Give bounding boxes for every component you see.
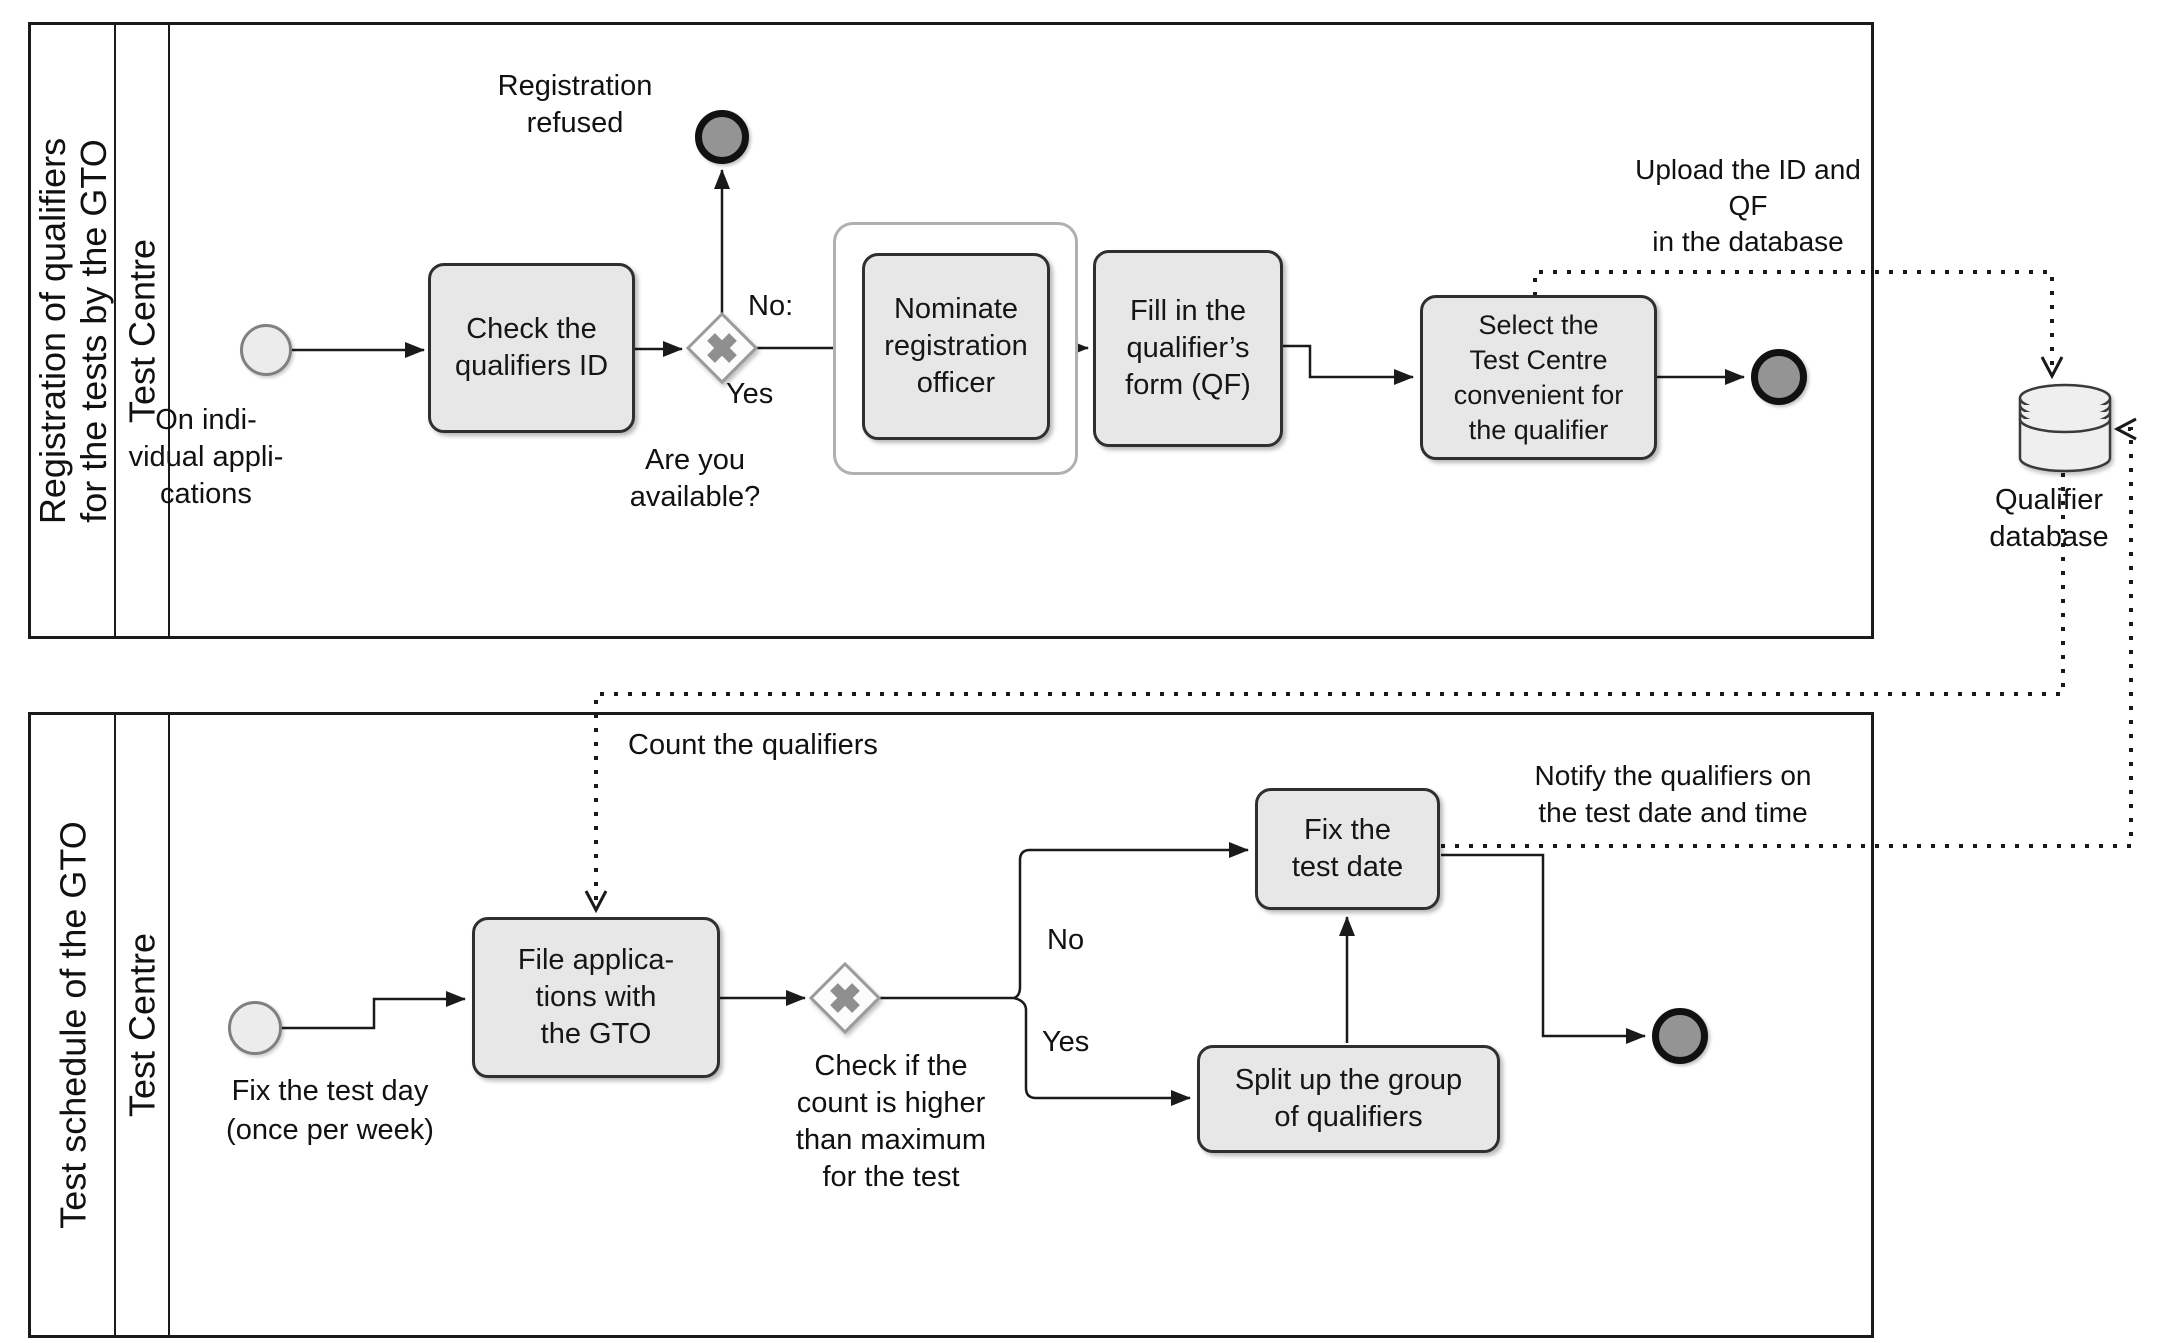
- task-fix-test-date[interactable]: Fix the test date: [1255, 788, 1440, 910]
- flow-gateway2-no-to-fixdate: [1013, 842, 1249, 1000]
- assoc-database-count-to-file: [584, 473, 2065, 914]
- assoc-upload-to-database: [1533, 270, 2064, 380]
- annotation-notify-label: Notify the qualifiers on the test date a…: [1534, 760, 1812, 828]
- lane-test-centre-top-strip: Test Centre: [116, 25, 170, 636]
- start-event-registration-label: On indi- vidual appli- cations: [128, 404, 284, 510]
- exclusive-gateway-available[interactable]: [685, 311, 759, 385]
- task-split-group[interactable]: Split up the group of qualifiers: [1197, 1045, 1500, 1153]
- annotation-upload-label: Upload the ID and QF in the database: [1635, 154, 1861, 257]
- task-nominate-registration-officer[interactable]: Nominate registration officer: [862, 253, 1050, 440]
- pool-registration-title-strip: Registration of qualifiers for the tests…: [31, 25, 116, 636]
- flow-start2-to-file: [282, 991, 466, 1030]
- task-check-qualifiers-id[interactable]: Check the qualifiers ID: [428, 263, 635, 433]
- pool-test-schedule-title: Test schedule of the GTO: [52, 821, 93, 1229]
- pool-registration: Registration of qualifiers for the tests…: [28, 22, 1874, 639]
- task-select-test-centre[interactable]: Select the Test Centre convenient for th…: [1420, 295, 1657, 460]
- annotation-count-label: Count the qualifiers: [628, 729, 878, 761]
- gateway1-question-label: Are you available?: [629, 444, 761, 513]
- gateway2-question-label: Check if the count is higher than maximu…: [795, 1050, 987, 1193]
- exclusive-gateway-count[interactable]: [808, 961, 882, 1035]
- assoc-notify-to-database: [1441, 417, 2137, 848]
- end-event-registration-refused[interactable]: [695, 110, 749, 164]
- start-event-test-schedule-label: Fix the test day (once per week): [226, 1075, 434, 1146]
- pool-test-schedule-title-strip: Test schedule of the GTO: [31, 715, 116, 1335]
- end-event-refused-label: Registration refused: [497, 70, 653, 139]
- end-event-registration-done[interactable]: [1751, 349, 1807, 405]
- flow-gateway2-yes-to-split: [1013, 996, 1191, 1106]
- gateway2-no-label: No: [1047, 924, 1085, 956]
- end-event-test-schedule[interactable]: [1652, 1008, 1708, 1064]
- pool-test-schedule: Test schedule of the GTO Test Centre: [28, 712, 1874, 1338]
- lane-test-centre-top-label: Test Centre: [121, 238, 163, 423]
- gateway2-yes-label: Yes: [1042, 1026, 1090, 1058]
- task-file-applications[interactable]: File applica- tions with the GTO: [472, 917, 720, 1078]
- gateway1-no-label: No:: [748, 290, 794, 322]
- gateway1-yes-label: Yes: [726, 378, 774, 410]
- flow-fill-to-select: [1283, 344, 1414, 385]
- database-icon[interactable]: [2018, 383, 2112, 473]
- flow-fixdate-to-end: [1441, 853, 1646, 1044]
- pool-registration-title: Registration of qualifiers for the tests…: [31, 137, 114, 524]
- start-event-test-schedule[interactable]: [228, 1001, 282, 1055]
- task-fill-qualifier-form[interactable]: Fill in the qualifier’s form (QF): [1093, 250, 1283, 447]
- lane-test-centre-bottom-label: Test Centre: [121, 932, 163, 1118]
- start-event-registration[interactable]: [240, 324, 292, 376]
- datastore-qualifier-database-label: Qualifier database: [1989, 484, 2109, 553]
- lane-test-centre-bottom-strip: Test Centre: [116, 715, 170, 1335]
